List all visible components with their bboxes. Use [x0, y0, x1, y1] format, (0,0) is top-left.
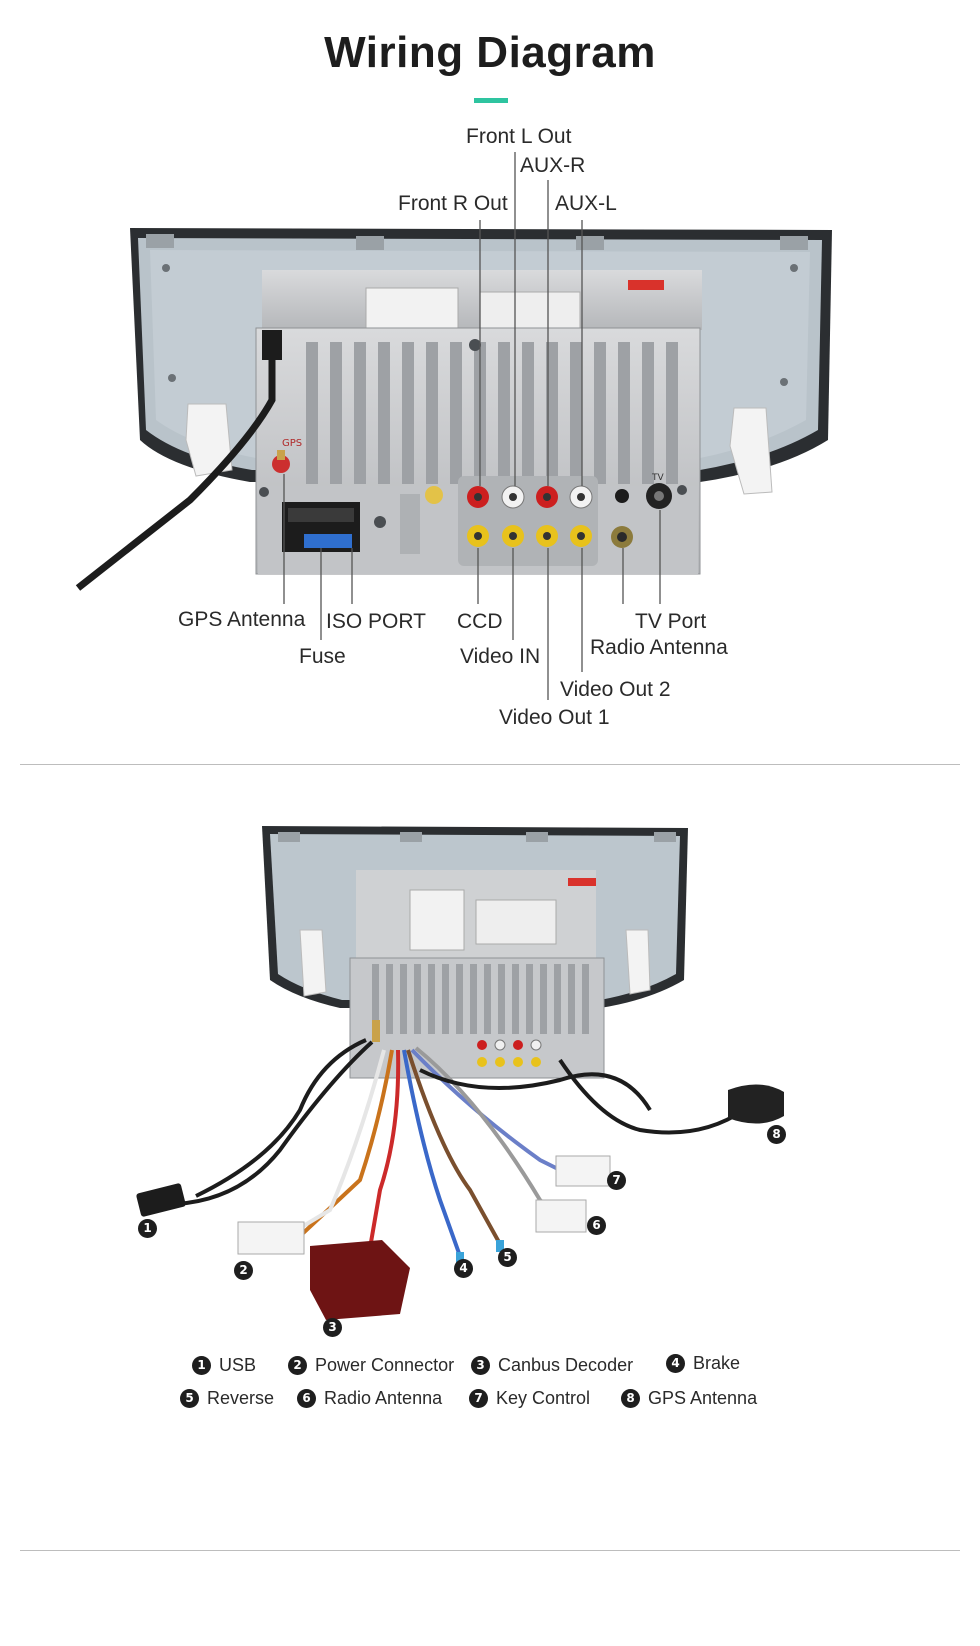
rca-jacks-top-row — [467, 485, 593, 509]
label-front-l-out: Front L Out — [466, 125, 572, 148]
marker-6: 6 — [587, 1216, 614, 1235]
label-fuse: Fuse — [299, 645, 346, 668]
label-aux-l: AUX-L — [555, 192, 617, 215]
label-tv-port: TV Port — [635, 610, 707, 633]
leader-lines — [283, 152, 661, 700]
label-gps-antenna: GPS Antenna — [178, 608, 306, 631]
marker-8: 8 — [767, 1125, 794, 1144]
marker-5: 5 — [498, 1248, 525, 1267]
label-iso-port: ISO PORT — [326, 610, 426, 633]
marker-2: 2 — [234, 1261, 261, 1280]
label-video-out-1: Video Out 1 — [499, 706, 610, 729]
section-divider-bottom — [20, 1550, 960, 1551]
panel-gps-print: GPS — [282, 438, 302, 449]
usb-plug — [136, 1183, 186, 1217]
title-accent-bar — [474, 98, 508, 103]
label-front-r-out: Front R Out — [398, 192, 508, 215]
gps-antenna-puck — [728, 1084, 784, 1124]
label-aux-r: AUX-R — [520, 154, 586, 177]
fuse-blue — [304, 534, 352, 548]
panel-tv-print: TV — [651, 473, 664, 483]
label-radio-antenna: Radio Antenna — [590, 636, 728, 659]
marker-7: 7 — [607, 1171, 634, 1190]
marker-4: 4 — [454, 1259, 481, 1278]
rca-jacks-bottom-row — [467, 525, 592, 547]
power-connector-shape — [237, 1221, 305, 1255]
wiring-diagram-photo-1: GPS TV — [75, 152, 832, 700]
marker-1: 1 — [138, 1219, 165, 1238]
label-video-out-2: Video Out 2 — [560, 678, 671, 701]
heatsink-fins — [306, 342, 678, 484]
marker-3: 3 — [323, 1318, 350, 1337]
section-divider — [20, 764, 960, 765]
label-video-in: Video IN — [460, 645, 541, 668]
label-ccd: CCD — [457, 610, 503, 633]
canbus-decoder-box — [310, 1240, 410, 1320]
page-title: Wiring Diagram — [324, 28, 656, 77]
